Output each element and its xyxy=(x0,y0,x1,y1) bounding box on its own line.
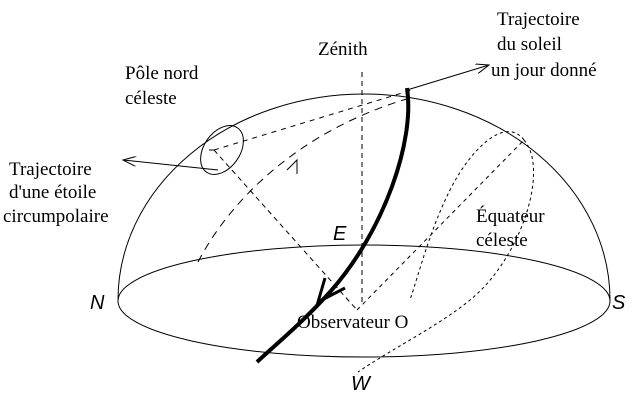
south-label: S xyxy=(612,292,626,314)
equator-label-line1: Équateur xyxy=(476,205,545,227)
east-label: E xyxy=(333,223,347,245)
star-parallel-arrow-head xyxy=(286,158,298,174)
pole-label-line2: céleste xyxy=(125,88,177,109)
zenith-label: Zénith xyxy=(318,39,368,60)
west-label: W xyxy=(351,373,372,395)
horizon-ellipse xyxy=(117,244,611,358)
star-path-label-line1: Trajectoire xyxy=(9,159,92,180)
celestial-equator xyxy=(357,139,535,373)
pole-label-line1: Pôle nord xyxy=(125,63,199,84)
sun-path-label-line2: du soleil xyxy=(497,34,562,55)
pole-to-zenith-line xyxy=(213,89,413,151)
sun-path-label-line1: Trajectoire xyxy=(497,9,580,30)
star-path-pointer xyxy=(123,160,219,171)
star-path-label-line3: circumpolaire xyxy=(3,206,109,227)
equator-label-line2: céleste xyxy=(476,230,528,251)
sun-path-pointer xyxy=(406,65,489,91)
circumpolar-star-path xyxy=(200,125,244,175)
equator-back-arc xyxy=(409,131,525,301)
dome-outline xyxy=(117,93,611,301)
observer-label: Observateur O xyxy=(297,312,408,333)
star-path-label-line2: d'une étoile xyxy=(9,182,96,203)
sun-trajectory xyxy=(255,87,411,364)
north-label: N xyxy=(90,292,105,314)
sun-path-label-line3: un jour donné xyxy=(491,60,597,81)
sun-trajectory-arrowhead xyxy=(315,277,346,305)
